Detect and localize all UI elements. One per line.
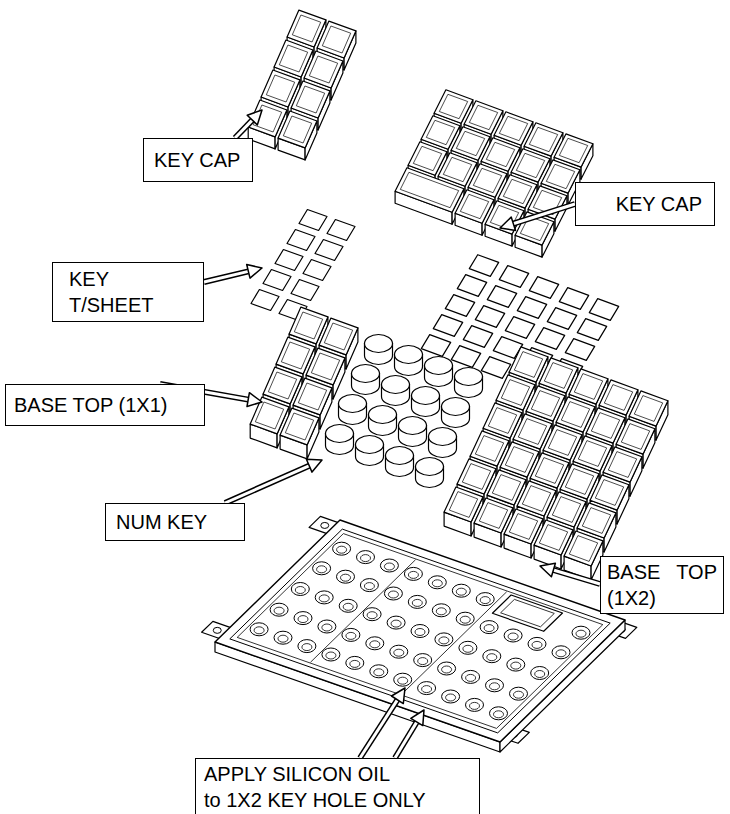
label-box: KEY CAP: [143, 138, 253, 182]
label-box: BASE TOP (1X2): [600, 556, 724, 614]
label-box: BASE TOP (1X1): [5, 384, 205, 426]
label-text: KEY T/SHEET: [69, 266, 153, 318]
label-box: NUM KEY: [105, 503, 245, 541]
label-box: KEY CAP: [575, 182, 715, 226]
label-box: APPLY SILICON OIL to 1X2 KEY HOLE ONLY: [195, 758, 480, 814]
label-text: NUM KEY: [116, 509, 207, 535]
label-text: KEY CAP: [154, 147, 240, 173]
label-text: KEY CAP: [616, 191, 702, 217]
label-text: BASE TOP (1X1): [14, 392, 167, 418]
label-text: APPLY SILICON OIL to 1X2 KEY HOLE ONLY: [204, 761, 426, 813]
label-text: BASE TOP (1X2): [607, 559, 717, 611]
label-box: KEY T/SHEET: [52, 262, 204, 322]
